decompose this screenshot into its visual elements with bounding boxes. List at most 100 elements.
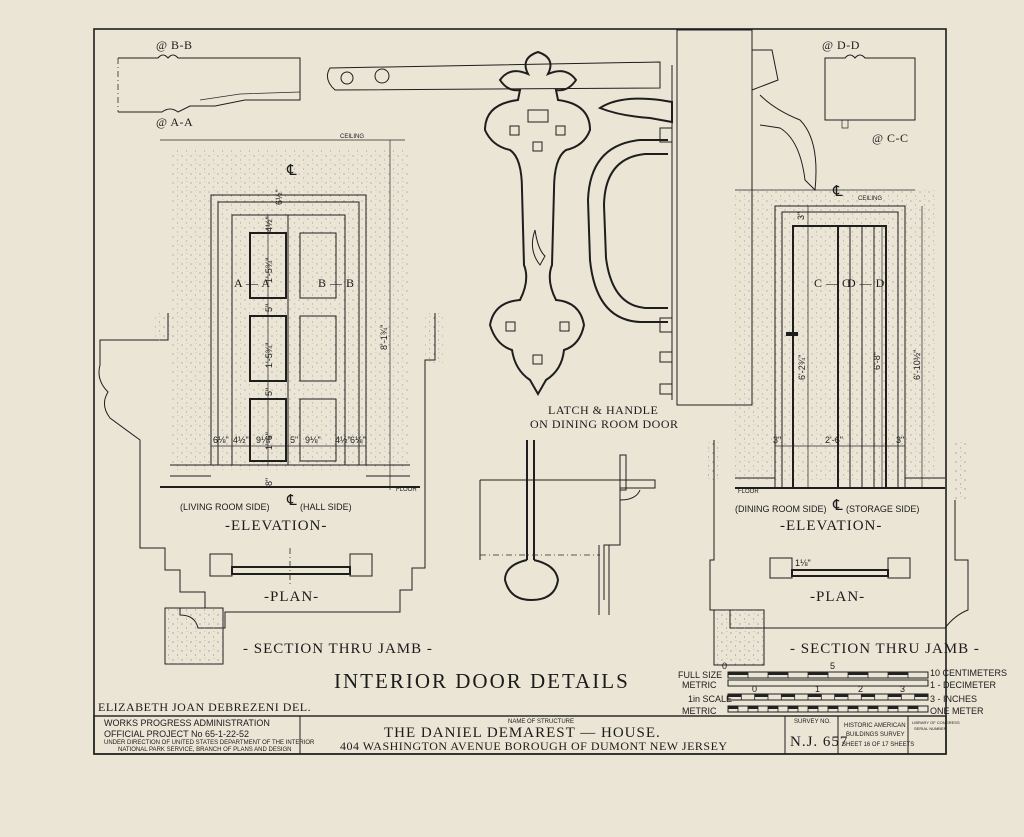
scale-fill: [788, 706, 798, 709]
survey-caption: SURVEY NO.: [794, 719, 831, 725]
left-side-right: (HALL SIDE): [300, 502, 352, 512]
scale-fill: [808, 694, 822, 697]
structure-caption: NAME OF STRUCTURE: [508, 719, 574, 725]
right-centerline-top: ℄: [832, 184, 844, 200]
left-door-plan: -PLAN- - SECTION THRU JAMB -: [209, 548, 433, 657]
dim-bottom-5: 9⅛": [305, 435, 321, 445]
sheet-number: SHEET 16 OF 17 SHEETS: [842, 742, 914, 748]
scale-metric-2: METRIC: [682, 706, 717, 716]
scale-fill: [914, 694, 928, 697]
tick-mid-1: 1: [815, 684, 820, 694]
dim-panel-5: 1'-6": [264, 432, 274, 450]
right-dim-top: 3": [796, 212, 806, 220]
survey-number: N.J. 657: [790, 734, 848, 750]
scale-meter: ONE METER: [930, 706, 984, 716]
scale-inches: 3 - INCHES: [930, 694, 977, 704]
scale-fill: [768, 672, 788, 675]
scale-fill: [781, 694, 795, 697]
structure-name: THE DANIEL DEMAREST — HOUSE.: [384, 725, 661, 741]
scale-full-size: FULL SIZE: [678, 670, 722, 680]
section-dd-label: @ D-D: [822, 38, 860, 52]
left-door-elevation: CEILING ℄ A — A B — B 8'-1¾" 4½" 6½" 1'-…: [160, 134, 420, 534]
scale-fill: [728, 706, 738, 709]
molding-section-aa-bb: @ B-B @ A-A: [117, 38, 301, 129]
left-plan-title: -PLAN-: [264, 589, 319, 605]
right-dim-bottom-1: 3": [773, 435, 781, 445]
dim-bottom-1: 6⅛": [213, 435, 229, 445]
left-height-dim: 8'-1¾": [379, 325, 389, 350]
scale-one-inch: 1in SCALE: [688, 694, 732, 704]
dim-top-1: 4½": [264, 216, 274, 232]
right-side-right: (STORAGE SIDE): [846, 504, 919, 514]
library-line1: LIBRARY OF CONGRESS: [912, 720, 960, 725]
title-block: WORKS PROGRESS ADMINISTRATION OFFICIAL P…: [93, 715, 960, 755]
sheet-title: INTERIOR DOOR DETAILS: [334, 669, 630, 693]
latch-label-line2: ON DINING ROOM DOOR: [530, 417, 679, 431]
section-cc-label: @ C-C: [872, 131, 909, 145]
right-section-title: - SECTION THRU JAMB -: [790, 641, 980, 657]
latch-and-handle-drawing: LATCH & HANDLE ON DINING ROOM DOOR: [326, 29, 817, 615]
scale-fill: [848, 706, 858, 709]
mark-a: A — A: [234, 276, 271, 290]
section-aa-label: @ A-A: [156, 115, 193, 129]
scale-fill: [888, 672, 908, 675]
tick-top-5: 5: [830, 661, 835, 671]
habs-line1: HISTORIC AMERICAN: [844, 723, 906, 729]
left-section-title: - SECTION THRU JAMB -: [243, 641, 433, 657]
scale-fill: [728, 672, 748, 675]
library-line2: SERIAL NUMBER: [914, 726, 947, 731]
scale-fill: [728, 694, 742, 697]
scale-fill: [748, 706, 758, 709]
right-floor-label: FLOOR: [738, 489, 759, 495]
dim-bottom-6: 4½": [335, 435, 351, 445]
right-plan-dim: 1⅛": [795, 558, 811, 568]
dim-panel-2: 5": [264, 304, 274, 312]
latch-label-line1: LATCH & HANDLE: [548, 403, 658, 417]
dim-bottom-4: 5": [290, 435, 298, 445]
mark-c: C — C: [814, 276, 851, 290]
mark-b: B — B: [318, 276, 355, 290]
scale-fill: [868, 706, 878, 709]
right-height-inner: 6'-2¾": [797, 355, 807, 380]
agency-line4: NATIONAL PARK SERVICE, BRANCH OF PLANS A…: [118, 747, 291, 753]
dim-bottom-2: 4½": [233, 435, 249, 445]
scale-fill: [908, 706, 918, 709]
right-elevation-title: -ELEVATION-: [780, 518, 882, 534]
left-floor-label: FLOOR: [396, 487, 417, 493]
right-door-elevation: CEILING ℄ C — C D — D 3" 6'-2¾" 6'-8" 6'…: [735, 184, 945, 534]
left-ceiling-label: CEILING: [340, 134, 364, 140]
scale-centimeters: 10 CENTIMETERS: [930, 668, 1007, 678]
scale-fill: [808, 672, 828, 675]
dim-panel-4: 5": [264, 388, 274, 396]
molding-section-cc-dd: @ D-D @ C-C: [822, 38, 916, 145]
scale-metric: METRIC: [682, 680, 717, 690]
agency-line3: UNDER DIRECTION OF UNITED STATES DEPARTM…: [104, 740, 315, 746]
scale-fill: [848, 672, 868, 675]
dim-panel-1: 1'-5¾": [264, 258, 274, 283]
right-dim-bottom-3: 3": [896, 435, 904, 445]
left-side-left: (LIVING ROOM SIDE): [180, 502, 270, 512]
left-centerline-top: ℄: [286, 163, 298, 179]
structure-address: 404 WASHINGTON AVENUE BOROUGH OF DUMONT …: [340, 739, 728, 753]
left-jamb-section: [98, 313, 443, 665]
tick-mid-0: 0: [752, 684, 757, 694]
delineator-credit: ELIZABETH JOAN DEBREZENI DEL.: [98, 700, 311, 714]
section-bb-label: @ B-B: [156, 38, 193, 52]
agency-line2: OFFICIAL PROJECT No 65-1-22-52: [104, 729, 249, 739]
right-ceiling-label: CEILING: [858, 196, 882, 202]
right-jamb-section: [705, 440, 969, 666]
dim-rail: 8": [264, 478, 274, 486]
mark-d: D — D: [847, 276, 885, 290]
right-side-left: (DINING ROOM SIDE): [735, 504, 827, 514]
left-centerline-bottom: ℄: [286, 493, 298, 509]
scale-fill: [834, 694, 848, 697]
scale-fill: [808, 706, 818, 709]
tick-mid-3: 3: [900, 684, 905, 694]
dim-bottom-3: 9⅛": [256, 435, 272, 445]
scale-fill: [861, 694, 875, 697]
habs-line2: BUILDINGS SURVEY: [846, 732, 905, 738]
scale-fill: [828, 706, 838, 709]
right-centerline-bottom: ℄: [832, 498, 844, 514]
right-plan-title: -PLAN-: [810, 589, 865, 605]
